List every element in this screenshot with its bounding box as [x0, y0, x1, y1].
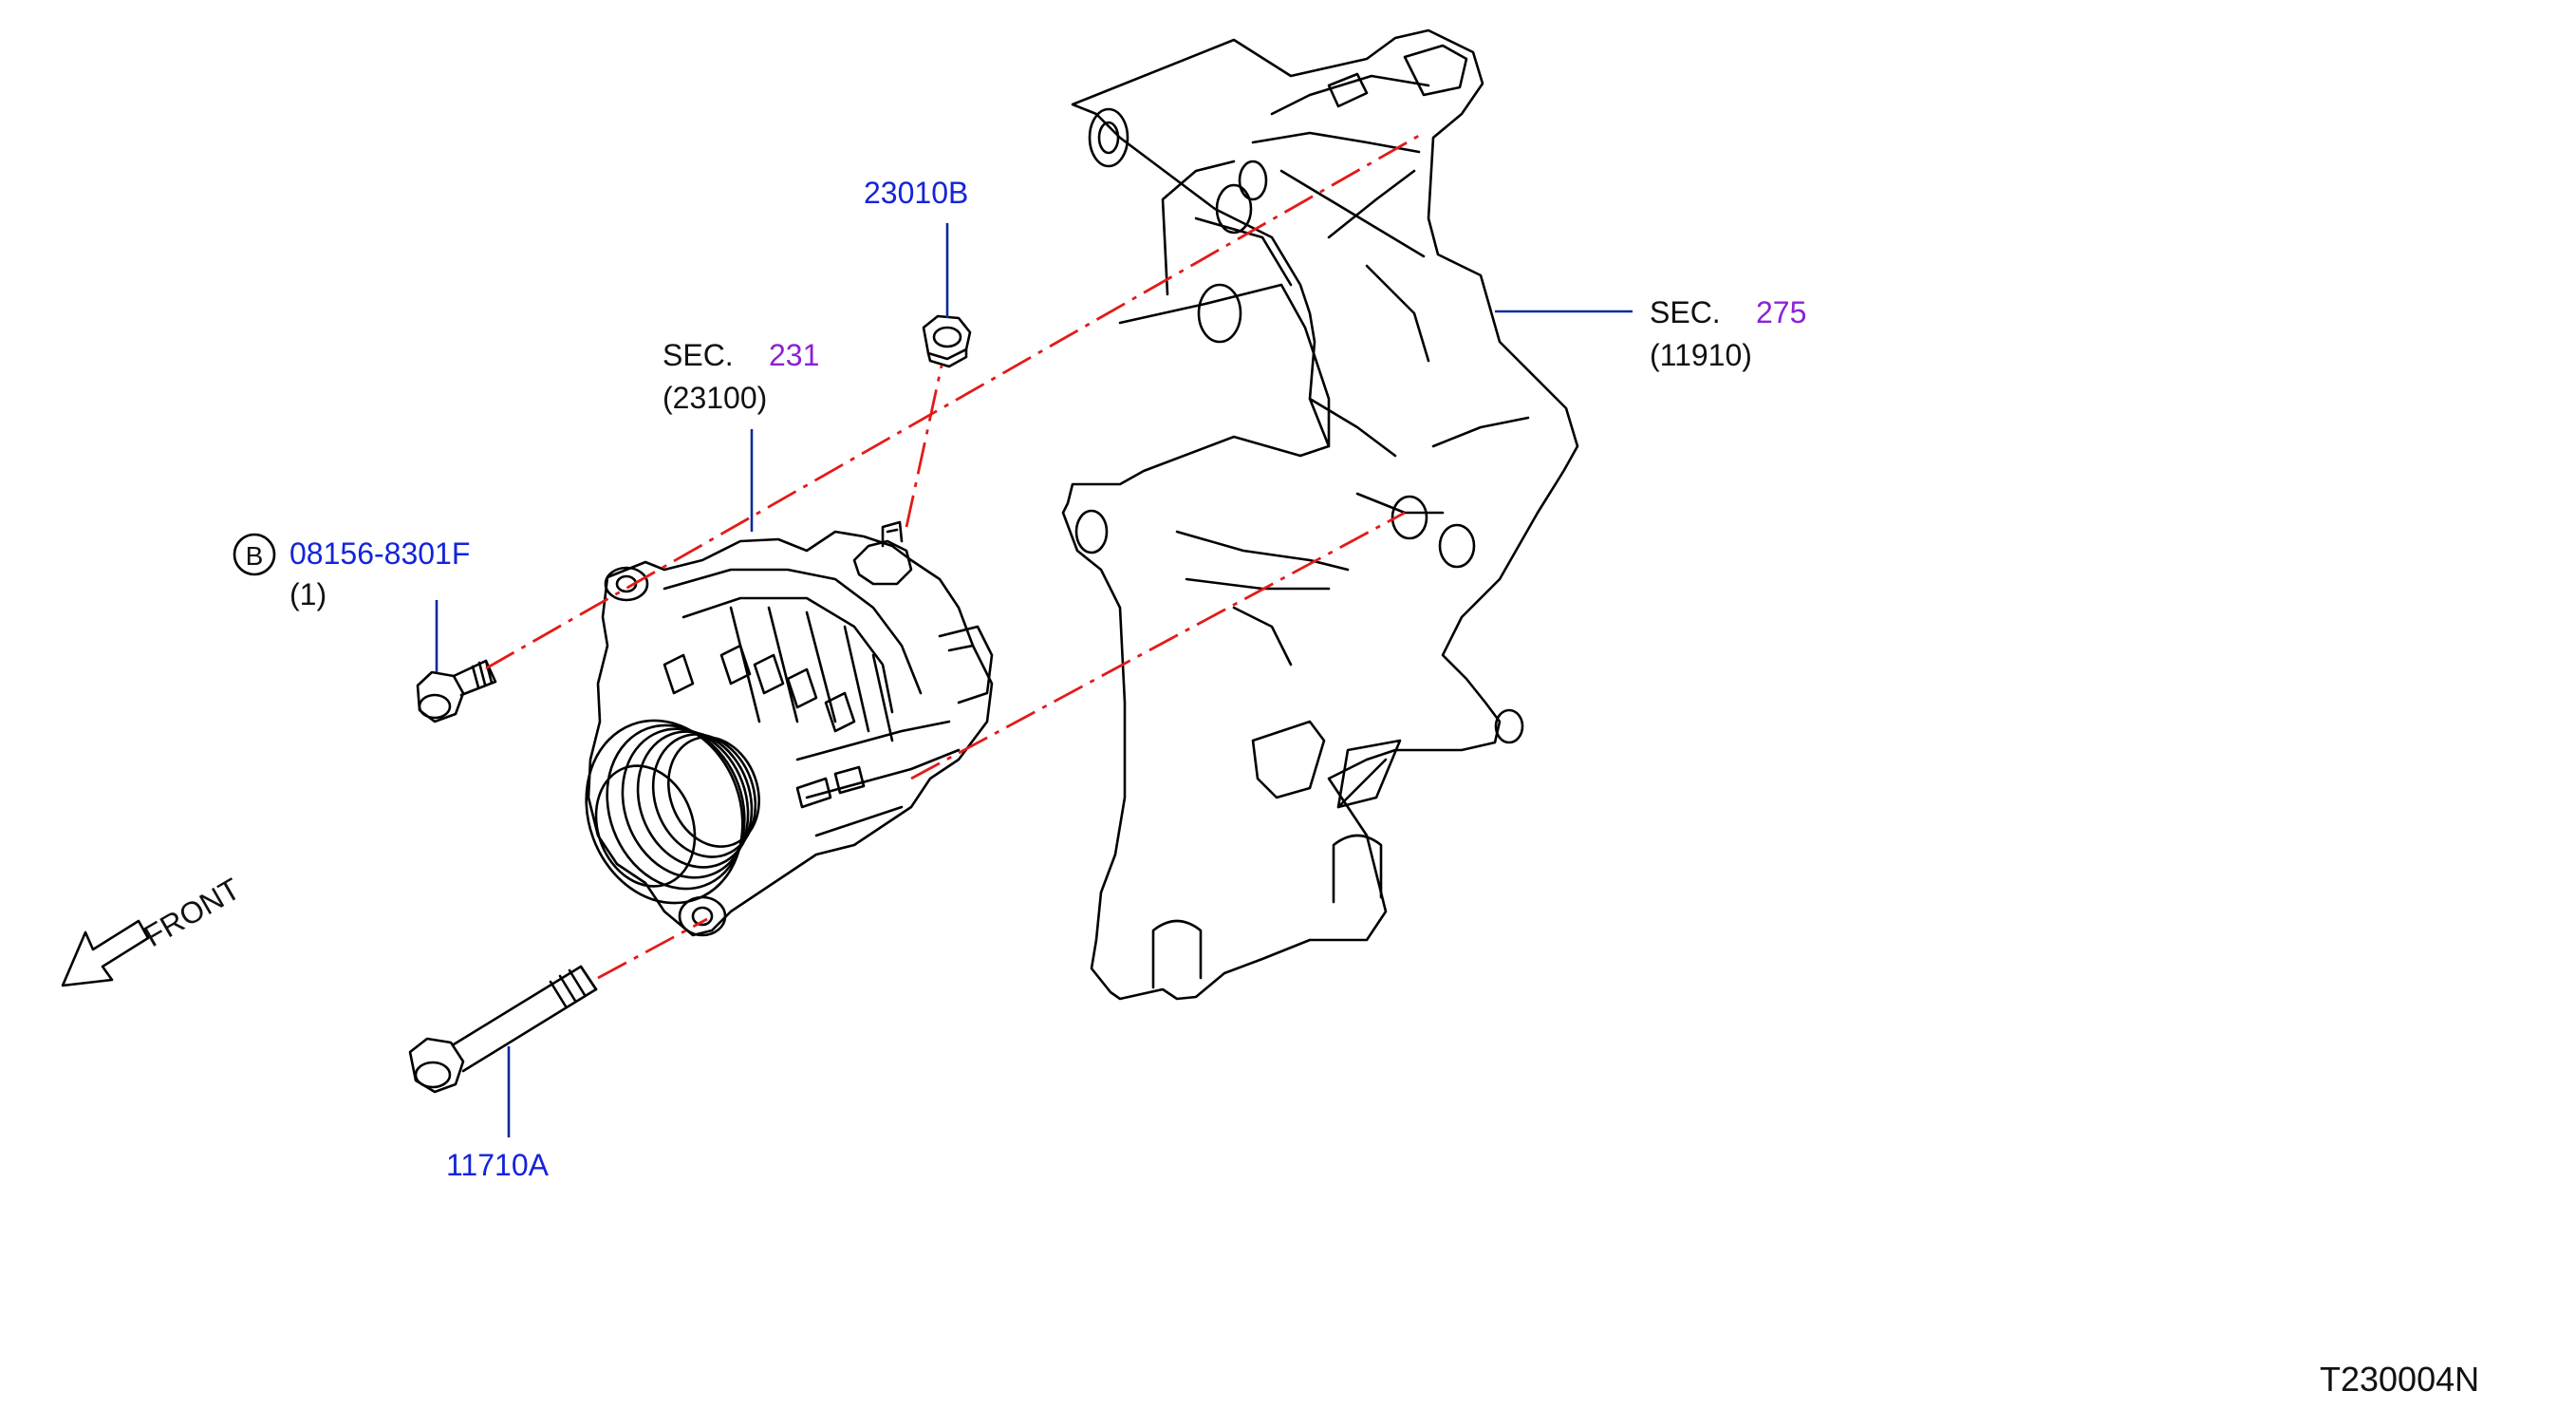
alternator[interactable] — [561, 520, 994, 937]
part-number-11710a[interactable]: 11710A — [446, 1148, 550, 1182]
sec-275-subassembly: (11910) — [1650, 338, 1752, 372]
assembly-centerlines — [485, 131, 1425, 980]
reference-marker-b: B — [246, 541, 264, 571]
diagram-code: T230004N — [2320, 1360, 2479, 1399]
part-quantity-08156: (1) — [289, 577, 327, 611]
front-direction-arrow — [61, 919, 150, 987]
front-label: FRONT — [139, 872, 246, 953]
nut-23010b[interactable] — [922, 314, 972, 368]
alternator-bracket[interactable] — [1061, 28, 1579, 1001]
sec-231-prefix: SEC. — [663, 338, 734, 372]
sec-231-subassembly: (23100) — [663, 381, 767, 415]
part-number-23010b[interactable]: 23010B — [864, 176, 968, 210]
bolt-11710a[interactable] — [408, 965, 598, 1094]
bolt-08156-8301f[interactable] — [416, 659, 497, 723]
sec-275-prefix: SEC. — [1650, 295, 1721, 329]
sec-231-link[interactable]: 231 — [769, 338, 819, 372]
leader-lines — [435, 223, 1633, 1137]
reference-marker-b-circle — [233, 533, 276, 576]
part-number-08156-8301f[interactable]: 08156-8301F — [289, 536, 470, 571]
sec-275-link[interactable]: 275 — [1756, 295, 1806, 329]
